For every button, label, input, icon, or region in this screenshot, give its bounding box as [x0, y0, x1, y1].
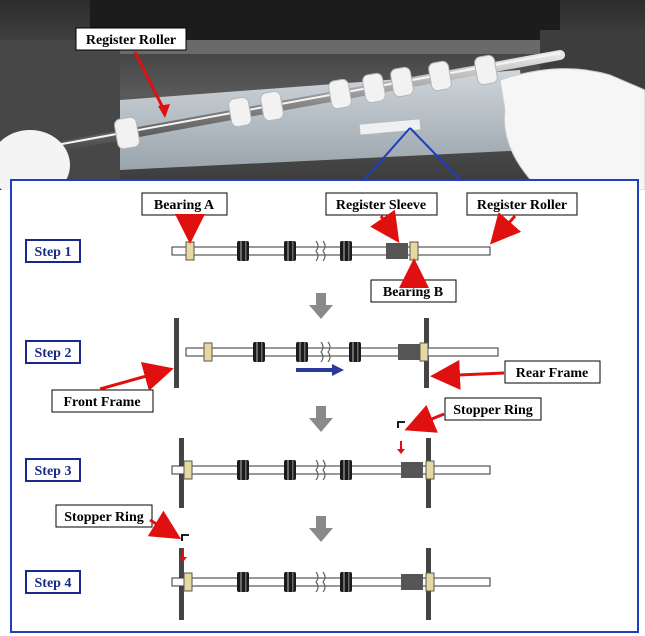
roller-part — [237, 241, 249, 261]
bearing-part — [425, 572, 435, 592]
printer-photo: Register Roller — [0, 0, 645, 190]
roller-part — [296, 342, 308, 362]
front-frame-callout-box — [51, 389, 154, 413]
bearing-part — [183, 572, 193, 592]
photo-register-roller-label: Register Roller — [86, 33, 176, 48]
stopper-ring-part — [397, 421, 405, 428]
stopper-ring-step3-callout-box — [444, 397, 542, 421]
bearing-b-part — [409, 241, 419, 261]
step-4: Step 4 Stopper Ring — [25, 504, 491, 620]
roller-part — [284, 460, 296, 480]
roller-part — [340, 241, 352, 261]
rear-frame-callout-box — [504, 360, 601, 384]
step-2-shaft — [185, 347, 499, 357]
step-2-label: Step 2 — [35, 346, 72, 361]
register-sleeve-callout: Register Sleeve — [336, 198, 426, 213]
register-roller-callout-box — [466, 192, 578, 216]
roller-part — [340, 572, 352, 592]
step-1-box — [25, 239, 81, 263]
printer-photo-illustration: Register Roller — [0, 0, 645, 190]
step-3-label: Step 3 — [35, 464, 72, 479]
step-4-shaft — [171, 577, 491, 587]
roller-part — [253, 342, 265, 362]
roller-part — [284, 572, 296, 592]
step-1-shaft — [171, 246, 491, 256]
step-4-label: Step 4 — [35, 576, 72, 591]
stopper-ring-step4-callout: Stopper Ring — [64, 510, 143, 525]
register-sleeve-part — [401, 462, 423, 478]
rear-frame-callout: Rear Frame — [516, 366, 588, 381]
step-2: Step 2 Front Frame Rear Frame — [25, 318, 601, 413]
roller-part — [284, 241, 296, 261]
step-3: Step 3 Stopper Ring — [25, 397, 542, 508]
step-1-label: Step 1 — [35, 245, 72, 260]
step-4-box — [25, 570, 81, 594]
roller-part — [340, 460, 352, 480]
front-frame-callout: Front Frame — [63, 395, 140, 410]
bearing-a-part — [185, 241, 195, 261]
bearing-a-callout: Bearing A — [154, 198, 215, 213]
step-3-shaft — [171, 465, 491, 475]
roller-part — [237, 572, 249, 592]
step-2-box — [25, 340, 81, 364]
roller-part — [349, 342, 361, 362]
register-roller-callout: Register Roller — [477, 198, 567, 213]
register-sleeve-part — [398, 344, 420, 360]
bearing-b-callout: Bearing B — [383, 285, 443, 300]
register-sleeve-part — [386, 243, 408, 259]
stopper-ring-part — [181, 534, 189, 541]
stopper-ring-step3-callout: Stopper Ring — [453, 403, 532, 418]
front-frame-part — [174, 318, 179, 388]
bearing-part — [425, 460, 435, 480]
bearing-part — [183, 460, 193, 480]
bearing-part — [203, 342, 213, 362]
step-3-box — [25, 458, 81, 482]
step-1: Step 1 Bearing A Register Sleeve Registe… — [25, 192, 578, 303]
photo-register-roller-label-box — [75, 27, 187, 51]
register-sleeve-part — [401, 574, 423, 590]
bearing-part — [419, 342, 429, 362]
roller-part — [237, 460, 249, 480]
